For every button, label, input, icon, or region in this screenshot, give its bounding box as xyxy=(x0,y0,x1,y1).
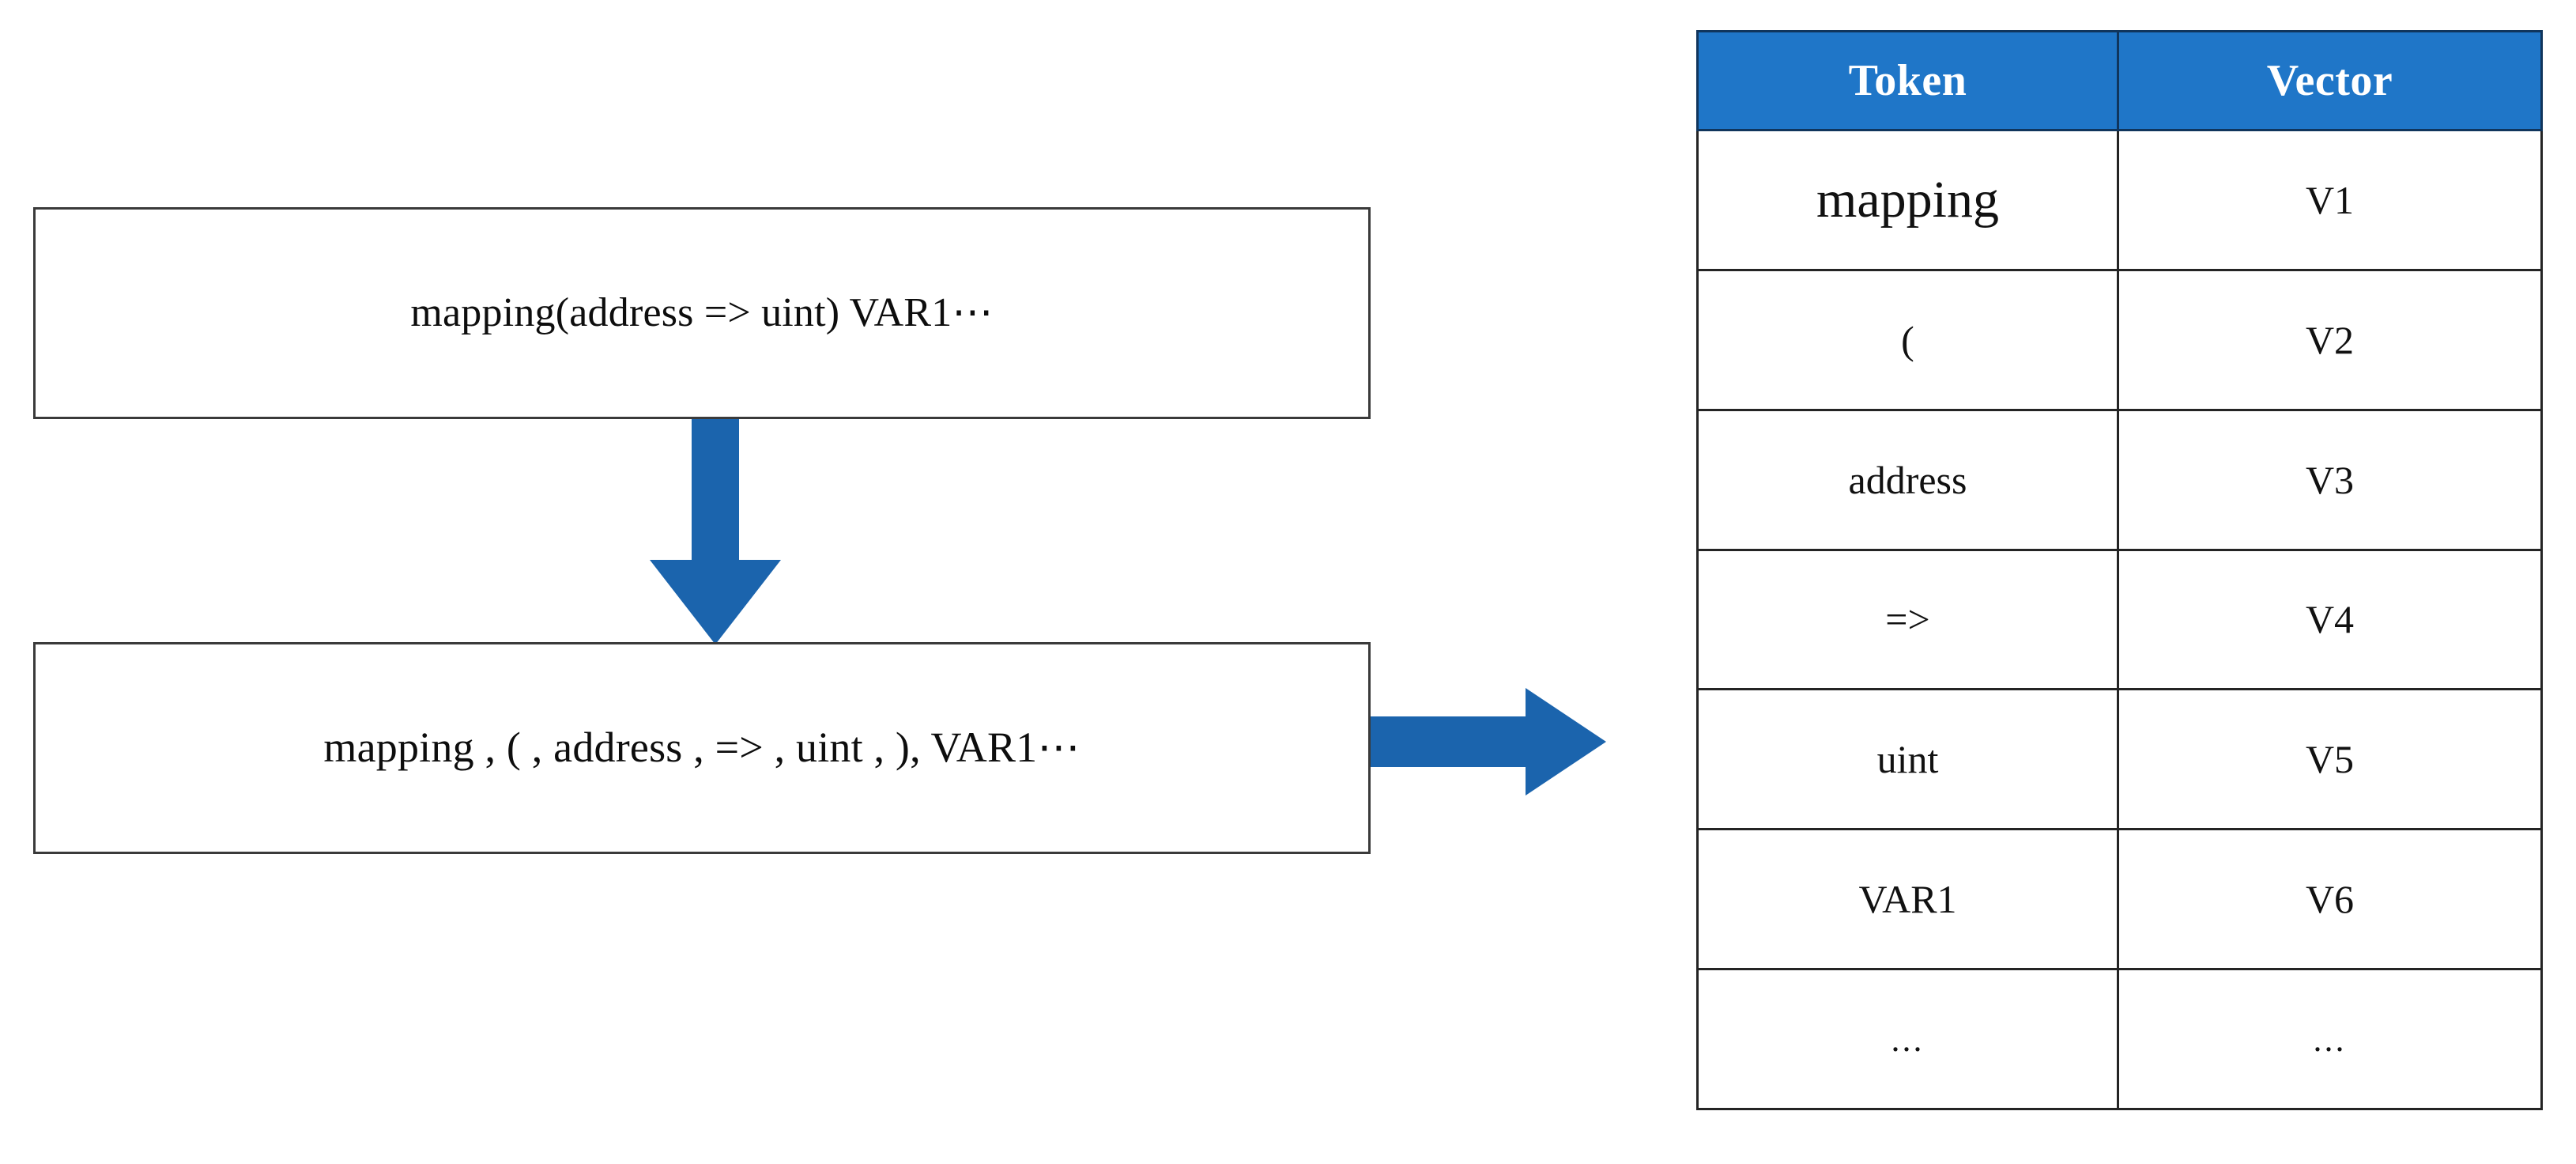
column-header-token: Token xyxy=(1696,30,2119,131)
vector-cell: V2 xyxy=(2117,268,2543,411)
column-header-vector: Vector xyxy=(2117,30,2543,131)
token-cell: ... xyxy=(1696,968,2119,1110)
table-row: ( V2 xyxy=(1696,268,2543,411)
table-head: Token Vector xyxy=(1696,30,2543,131)
vector-cell: V1 xyxy=(2117,129,2543,271)
token-cell: VAR1 xyxy=(1696,828,2119,971)
vector-cell: ... xyxy=(2117,968,2543,1110)
vector-cell: V3 xyxy=(2117,408,2543,551)
arrow-right-svg xyxy=(1371,688,1606,796)
table-header-row: Token Vector xyxy=(1696,30,2543,131)
token-cell: ( xyxy=(1696,268,2119,411)
source-code-box: mapping(address => uint) VAR1⋯ xyxy=(33,207,1371,419)
vector-cell: V5 xyxy=(2117,688,2543,831)
token-cell: address xyxy=(1696,408,2119,551)
arrow-down-shape xyxy=(650,419,781,644)
arrow-down-svg xyxy=(650,419,781,644)
table-row: => V4 xyxy=(1696,548,2543,691)
source-code-text: mapping(address => uint) VAR1⋯ xyxy=(410,290,994,336)
token-sequence-box: mapping , ( , address , => , uint , ), V… xyxy=(33,642,1371,854)
token-cell: uint xyxy=(1696,688,2119,831)
table-row: ... ... xyxy=(1696,968,2543,1110)
arrow-right-shape xyxy=(1371,688,1606,796)
table-row: uint V5 xyxy=(1696,688,2543,831)
token-sequence-text: mapping , ( , address , => , uint , ), V… xyxy=(323,724,1081,772)
token-cell: mapping xyxy=(1696,129,2119,271)
table-row: address V3 xyxy=(1696,408,2543,551)
vector-cell: V6 xyxy=(2117,828,2543,971)
vector-cell: V4 xyxy=(2117,548,2543,691)
table-row: mapping V1 xyxy=(1696,129,2543,271)
embed-arrow-right-icon xyxy=(1371,686,1608,797)
table-row: VAR1 V6 xyxy=(1696,828,2543,971)
tokenize-arrow-down-icon xyxy=(648,419,783,644)
token-cell: => xyxy=(1696,548,2119,691)
token-vector-table: Token Vector mapping V1 ( V2 address V3 … xyxy=(1696,30,2543,1110)
table-body: mapping V1 ( V2 address V3 => V4 uint V5… xyxy=(1696,129,2543,1110)
